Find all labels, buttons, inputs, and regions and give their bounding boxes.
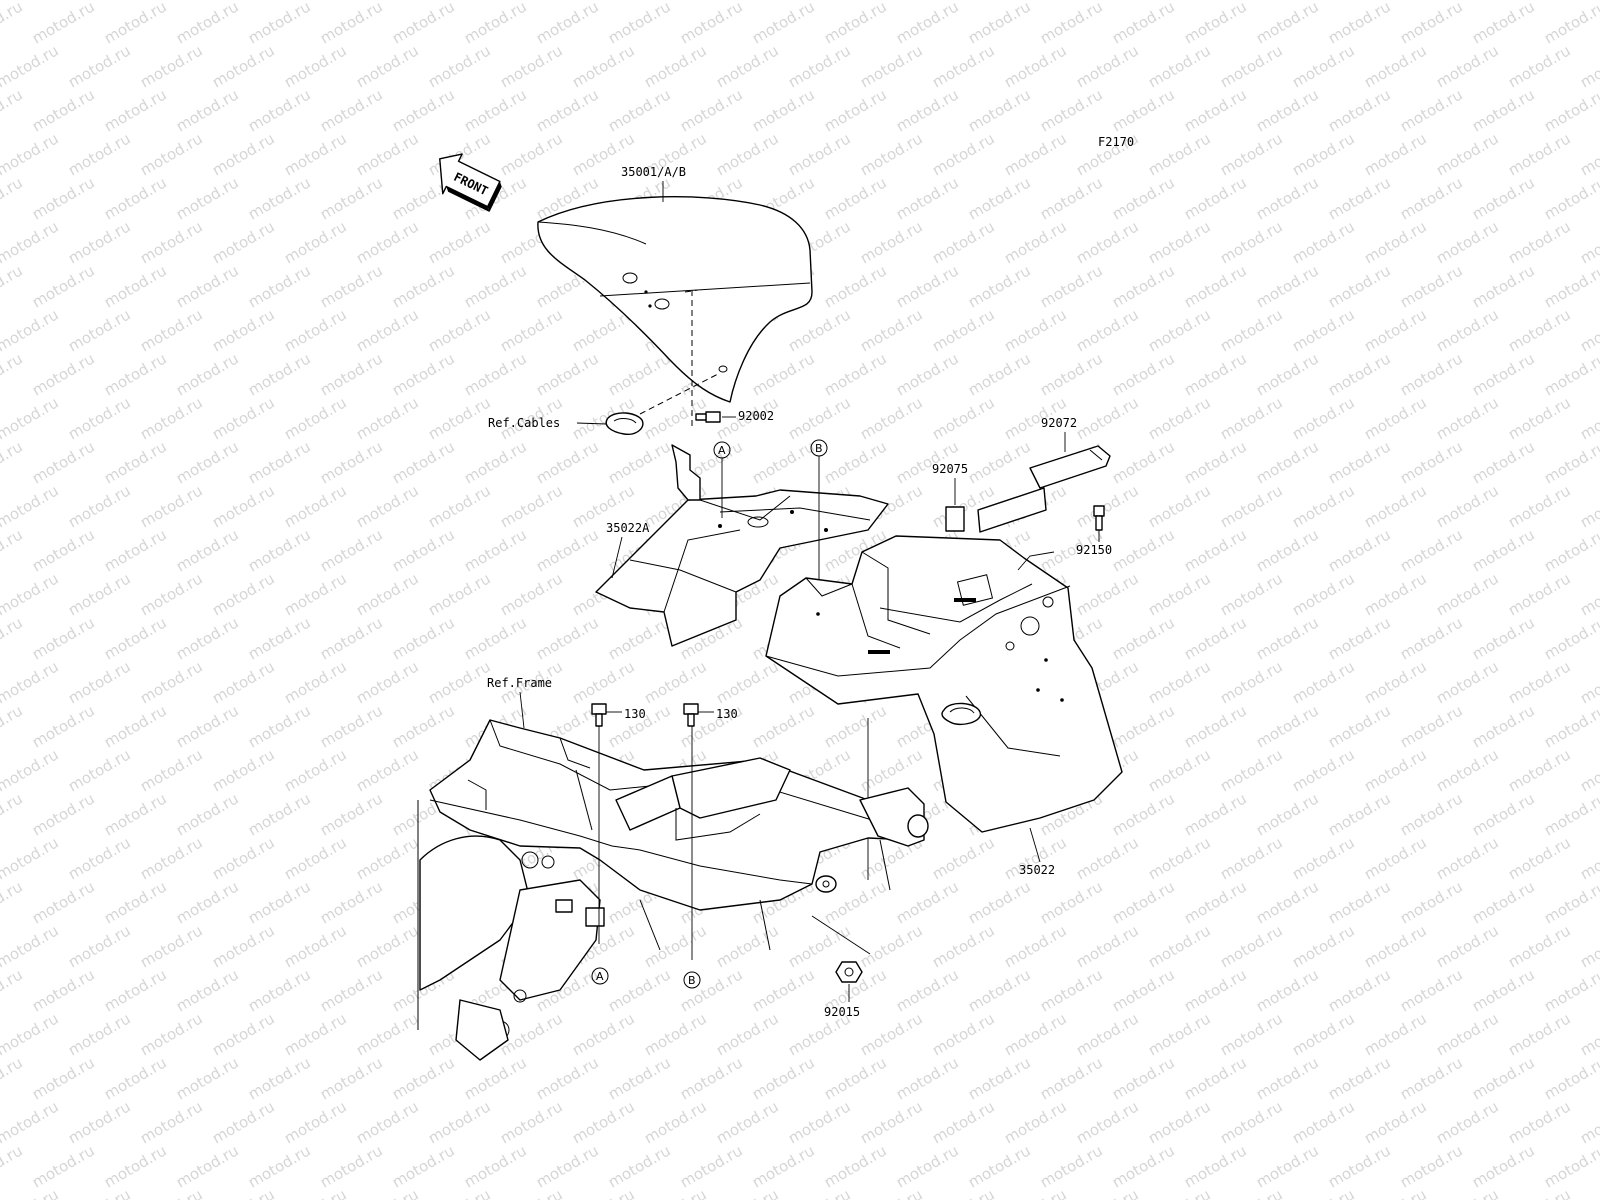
label-92015: 92015 — [824, 1005, 860, 1019]
marker-a-top-label: A — [718, 444, 726, 457]
bolt-92150 — [1093, 505, 1105, 531]
marker-a-bottom: A — [591, 967, 609, 985]
label-ref-cables: Ref.Cables — [488, 416, 560, 430]
front-arrow-icon: FRONT — [439, 153, 502, 212]
figure-code: F2170 — [1098, 135, 1134, 149]
label-92072: 92072 — [1041, 416, 1077, 430]
bolt-92002 — [695, 411, 721, 423]
watermark-text: motod.ru — [1577, 0, 1600, 3]
marker-b-bottom-label: B — [688, 974, 696, 987]
marker-a-bottom-label: A — [596, 970, 604, 983]
cable-grommet — [605, 412, 644, 435]
pad-92075 — [945, 506, 965, 532]
front-fender — [537, 196, 813, 430]
label-35001: 35001/A/B — [621, 165, 686, 179]
label-35022: 35022 — [1019, 863, 1055, 877]
label-130-right: 130 — [716, 707, 738, 721]
marker-b-bottom: B — [683, 971, 701, 989]
marker-b-top-label: B — [815, 442, 823, 455]
label-92150: 92150 — [1076, 543, 1112, 557]
nut-92015 — [835, 961, 863, 983]
band-92072 — [977, 445, 1111, 533]
label-35022a: 35022A — [606, 521, 650, 535]
label-92002: 92002 — [738, 409, 774, 423]
bolt-130-right — [683, 703, 699, 727]
label-130-left: 130 — [624, 707, 646, 721]
label-92075: 92075 — [932, 462, 968, 476]
label-ref-frame: Ref.Frame — [487, 676, 552, 690]
bolt-130-left — [591, 703, 607, 727]
